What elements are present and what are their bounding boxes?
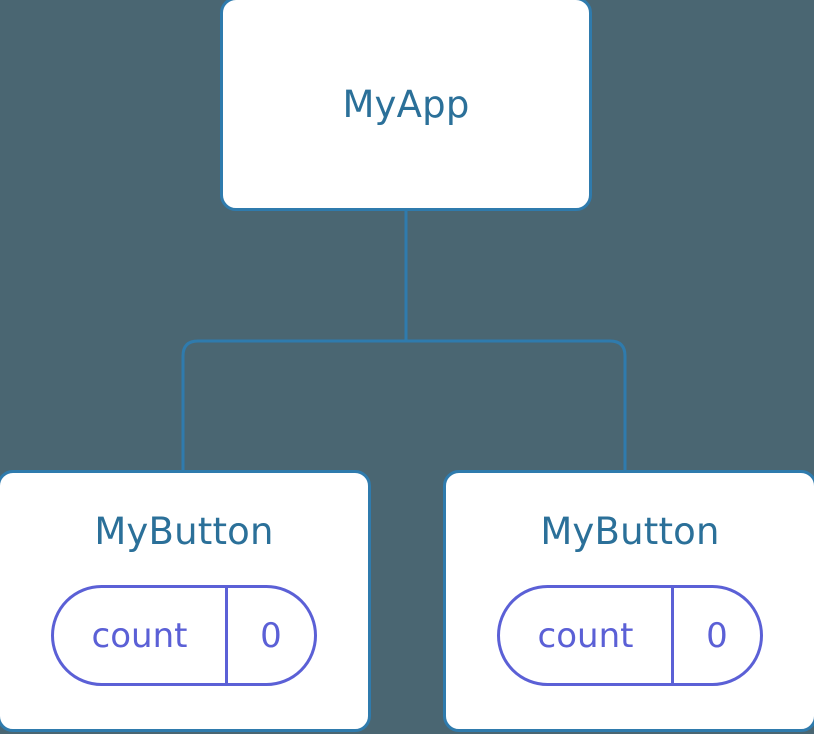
tree-node-title: MyButton: [94, 510, 274, 553]
tree-node-mybutton-1[interactable]: MyButton count 0: [443, 470, 814, 732]
edge-bus-to-child-0: [181, 339, 406, 470]
tree-node-title: MyButton: [540, 510, 720, 553]
property-pill[interactable]: count 0: [497, 585, 763, 686]
property-key: count: [500, 588, 674, 683]
property-pill[interactable]: count 0: [51, 585, 317, 686]
tree-node-myapp[interactable]: MyApp: [220, 0, 592, 211]
edge-bus-to-child-1: [406, 339, 627, 470]
property-value: 0: [260, 615, 282, 656]
property-value: 0: [706, 615, 728, 656]
tree-node-mybutton-0[interactable]: MyButton count 0: [0, 470, 371, 732]
property-key: count: [54, 588, 228, 683]
tree-node-title: MyApp: [342, 82, 470, 126]
